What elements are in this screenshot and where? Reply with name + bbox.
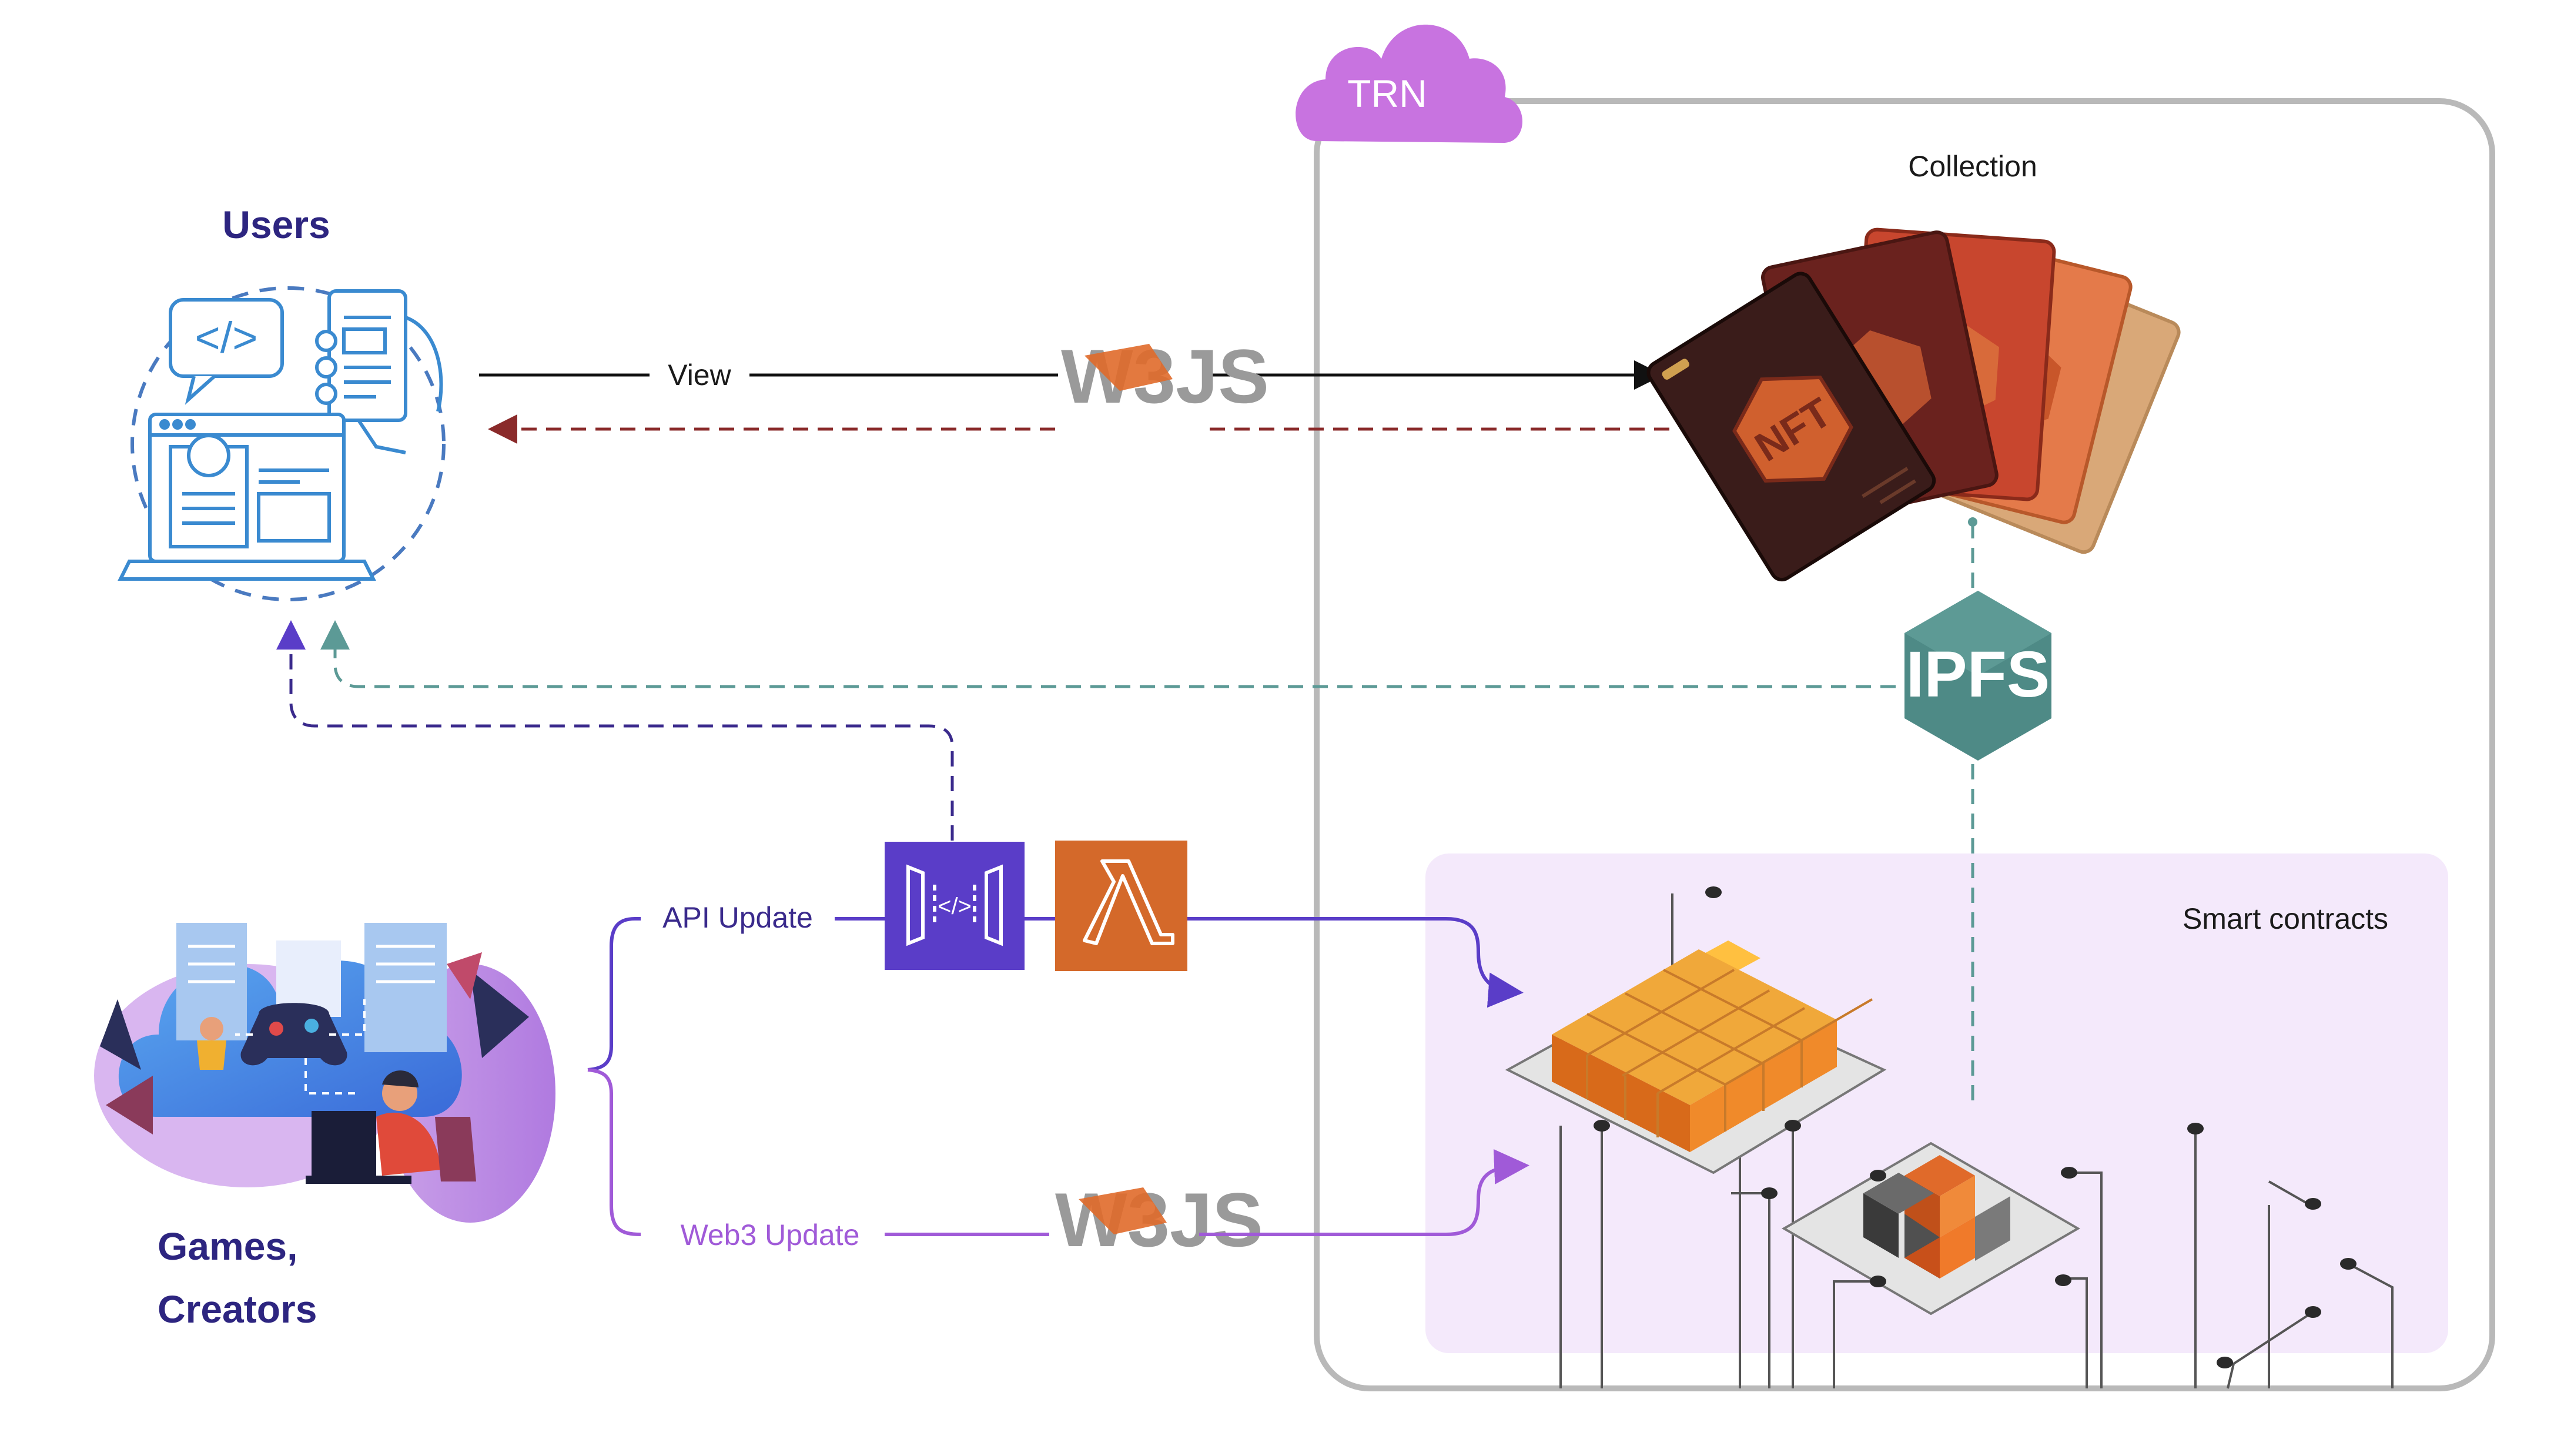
developer-laptop-icon: </> <box>118 286 446 601</box>
api-update-label: API Update <box>662 901 813 934</box>
games-label-line1: Games, <box>158 1224 297 1268</box>
games-label-line2: Creators <box>158 1287 317 1331</box>
api-update-flow <box>835 917 1524 1008</box>
nft-cards-icon: NFT <box>1646 227 2181 582</box>
cloud-label: TRN <box>1347 72 1427 115</box>
web3js-logo-icon: W3JS <box>1061 333 1269 419</box>
smart-contracts-label: Smart contracts <box>2183 902 2388 935</box>
gaming-cloud-icon <box>94 923 555 1223</box>
api-to-users-flow <box>276 620 954 841</box>
api-gateway-icon[interactable]: </> <box>885 842 1025 970</box>
smart-contract-blocks-icon <box>1505 886 2394 1389</box>
ipfs-hexagon-icon: IPFS <box>1904 591 2051 761</box>
lambda-icon[interactable] <box>1055 841 1187 971</box>
collection-label: Collection <box>1908 150 2037 183</box>
ipfs-label: IPFS <box>1906 638 2050 711</box>
trn-container <box>1314 98 2495 1391</box>
svg-text:</>: </> <box>938 893 972 919</box>
web3js-logo-icon-bottom: W3JS <box>1055 1177 1263 1263</box>
updates-bracket <box>587 917 641 1236</box>
orange-cubes <box>1552 940 1873 1152</box>
svg-text:</>: </> <box>195 313 258 362</box>
grey-orange-cubes <box>1863 1155 2010 1278</box>
users-label: Users <box>222 203 330 246</box>
web3-update-label: Web3 Update <box>681 1219 860 1251</box>
ipfs-flow <box>320 523 1974 1105</box>
view-flow <box>479 360 1669 444</box>
trn-cloud-badge: TRN <box>1296 24 1522 143</box>
web3-update-flow <box>885 1149 1529 1236</box>
view-label: View <box>668 359 731 391</box>
